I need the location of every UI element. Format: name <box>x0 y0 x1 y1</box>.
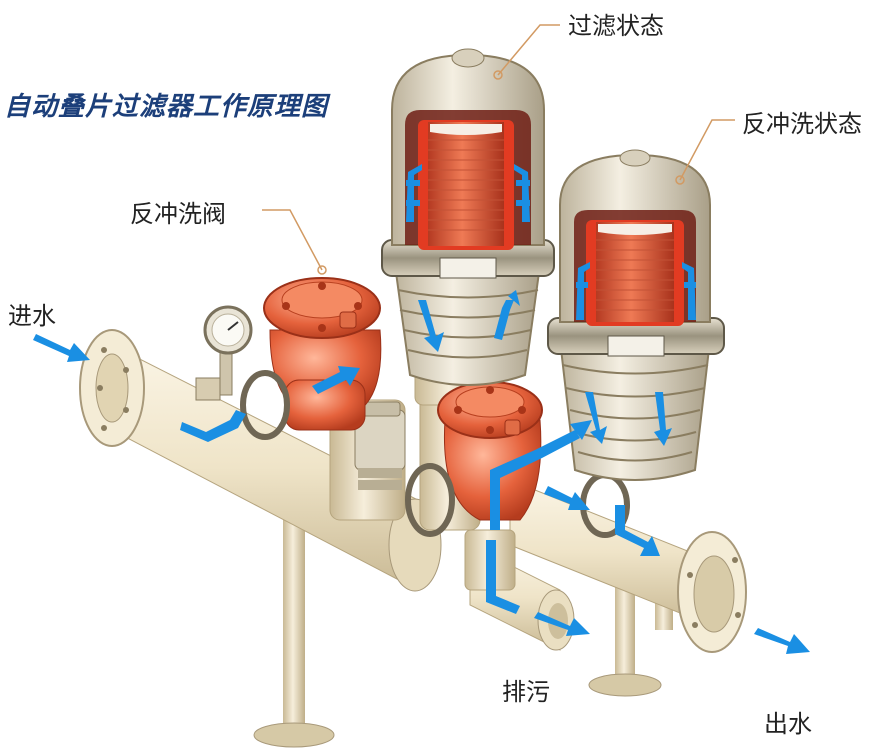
label-backwash-valve: 反冲洗阀 <box>130 200 226 228</box>
pressure-gauge <box>195 305 253 401</box>
label-filtering-state: 过滤状态 <box>568 12 664 40</box>
pilot-valve <box>354 401 406 490</box>
inlet-pipe <box>79 329 442 592</box>
leader-lines <box>262 24 735 271</box>
backwash-valve-1 <box>263 265 382 431</box>
label-water-outlet: 出水 <box>764 710 812 738</box>
flow-arrows <box>33 164 810 654</box>
filter-unit-filtering <box>381 48 555 386</box>
label-drain: 排污 <box>502 678 550 706</box>
label-water-inlet: 进水 <box>8 302 56 330</box>
outlet-pipe <box>509 479 747 653</box>
diagram-title: 自动叠片过滤器工作原理图 <box>4 92 329 122</box>
label-backwash-state: 反冲洗状态 <box>742 110 862 138</box>
filter-unit-backwash <box>547 149 725 481</box>
